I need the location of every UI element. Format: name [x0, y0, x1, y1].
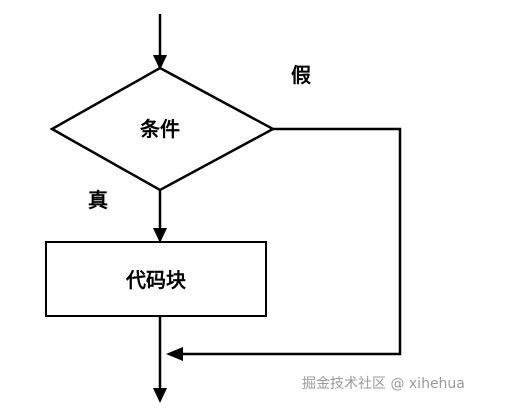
exit-arrowhead	[153, 388, 167, 403]
code-block-label: 代码块	[125, 268, 187, 292]
false-label: 假	[291, 63, 312, 87]
false-branch-path	[178, 127, 402, 356]
true-label: 真	[88, 188, 108, 212]
entry-arrowhead	[153, 55, 167, 70]
code-block	[45, 241, 267, 317]
condition-label: 条件	[140, 117, 180, 141]
false-branch-arrowhead	[166, 347, 183, 361]
watermark-text: 掘金技术社区 @ xihehua	[302, 376, 465, 392]
true-branch-arrowhead	[153, 228, 167, 243]
